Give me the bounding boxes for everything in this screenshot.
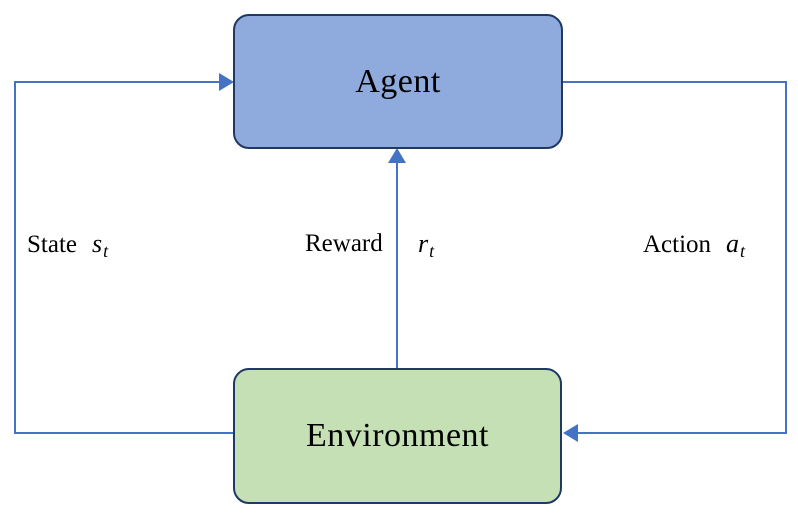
action-variable-subscript: t (740, 241, 746, 261)
environment-node-label: Environment (305, 417, 490, 454)
action-variable: a (726, 229, 740, 258)
action-edge-top-line (563, 81, 787, 83)
action-edge-vertical-line (785, 81, 787, 434)
reward-variable-subscript: t (429, 241, 435, 261)
state-label-word: State (27, 231, 77, 258)
state-edge-vertical-line (14, 81, 16, 434)
state-variable-subscript: t (103, 241, 109, 261)
reward-variable: r (418, 229, 429, 258)
reward-edge-vertical-line (396, 161, 398, 368)
state-variable: s (92, 229, 103, 258)
agent-node-label: Agent (355, 62, 441, 100)
agent-node: Agent (233, 14, 563, 149)
action-edge-bottom-line (577, 432, 787, 434)
reward-edge-variable: rt (418, 229, 434, 266)
reward-edge-label: Reward (305, 229, 383, 259)
reward-label-word: Reward (305, 230, 383, 257)
environment-node: Environment (233, 368, 562, 504)
reward-arrowhead-icon (388, 148, 406, 163)
state-edge-bottom-line (14, 432, 234, 434)
state-edge-top-line (14, 81, 220, 83)
state-arrowhead-icon (219, 73, 234, 91)
action-label-word: Action (643, 231, 712, 258)
action-arrowhead-icon (563, 424, 578, 442)
